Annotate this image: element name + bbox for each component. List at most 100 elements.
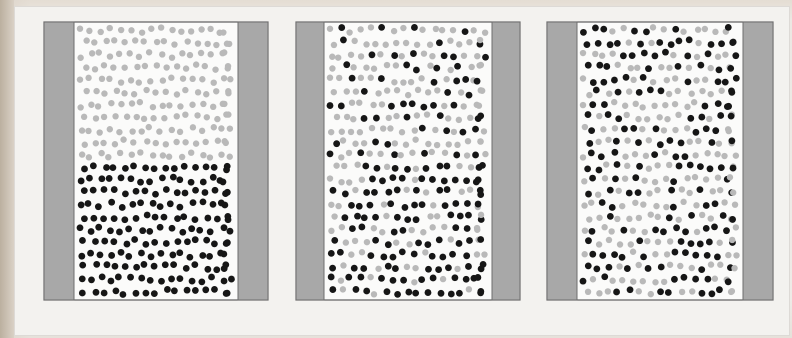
light-particle [456, 41, 462, 47]
light-particle [142, 63, 148, 69]
light-particle [624, 163, 630, 169]
light-particle [616, 263, 622, 269]
light-particle [207, 26, 213, 32]
dark-particle [718, 40, 725, 47]
dark-particle [463, 177, 470, 184]
light-particle [207, 154, 213, 160]
light-particle [377, 51, 383, 57]
dark-particle [208, 274, 215, 281]
dark-particle [139, 227, 146, 234]
dark-particle [151, 165, 158, 172]
light-particle [702, 26, 708, 32]
dark-particle [120, 291, 127, 298]
dark-particle [430, 102, 437, 109]
dark-particle [704, 252, 711, 259]
light-particle [432, 127, 438, 133]
dark-particle [413, 216, 420, 223]
light-particle [429, 224, 435, 230]
dark-particle [707, 165, 714, 172]
dark-particle [636, 89, 643, 96]
light-particle [346, 150, 352, 156]
dark-particle [351, 265, 358, 272]
dark-particle [449, 251, 456, 258]
light-particle [329, 54, 335, 60]
dark-particle [607, 187, 614, 194]
light-particle [447, 67, 453, 73]
light-particle [129, 128, 135, 134]
light-particle [644, 116, 650, 122]
light-particle [95, 103, 101, 109]
light-particle [478, 62, 484, 68]
dark-particle [93, 289, 100, 296]
dark-particle [666, 214, 673, 221]
light-particle [178, 28, 184, 34]
light-particle [586, 92, 592, 98]
dark-particle [457, 213, 464, 220]
light-particle [636, 215, 642, 221]
dark-particle [131, 236, 138, 243]
light-particle [441, 224, 447, 230]
dark-particle [152, 191, 159, 198]
dark-particle [391, 52, 398, 59]
dark-particle [206, 253, 213, 260]
light-particle [77, 76, 83, 82]
dark-particle [213, 266, 220, 273]
light-particle [596, 241, 602, 247]
light-particle [692, 174, 698, 180]
dark-particle [115, 274, 122, 281]
dark-particle [192, 236, 199, 243]
dark-particle [111, 215, 118, 222]
dark-particle [452, 274, 459, 281]
dark-particle [685, 78, 692, 85]
dark-particle [624, 265, 631, 272]
dark-particle [385, 189, 392, 196]
dark-particle [392, 265, 399, 272]
dark-particle [192, 216, 199, 223]
light-particle [415, 87, 421, 93]
dark-particle [623, 74, 630, 81]
light-particle [381, 201, 387, 207]
dark-particle [101, 186, 108, 193]
dark-particle [418, 276, 425, 283]
dark-particle [357, 149, 364, 156]
dark-particle [402, 204, 409, 211]
dark-particle [176, 249, 183, 256]
dark-particle [698, 114, 705, 121]
light-particle [470, 27, 476, 33]
dark-particle [626, 190, 633, 197]
light-particle [199, 128, 205, 134]
dark-particle [668, 41, 675, 48]
dark-particle [85, 200, 92, 207]
dark-particle [706, 239, 713, 246]
dark-particle [718, 164, 725, 171]
dark-particle [163, 186, 170, 193]
dark-particle [652, 226, 659, 233]
light-particle [451, 129, 457, 135]
dark-particle [354, 213, 361, 220]
dark-particle [445, 264, 452, 271]
light-particle [617, 241, 623, 247]
dark-particle [144, 212, 151, 219]
dark-particle [452, 177, 459, 184]
dark-particle [429, 253, 436, 260]
dark-particle [100, 215, 107, 222]
dark-particle [81, 187, 88, 194]
light-particle [183, 65, 189, 71]
light-particle [195, 89, 201, 95]
light-particle [198, 26, 204, 32]
light-particle [333, 162, 339, 168]
light-particle [204, 114, 210, 120]
light-particle [648, 291, 654, 297]
dark-particle [443, 127, 450, 134]
light-particle [605, 288, 611, 294]
light-particle [680, 29, 686, 35]
light-particle [695, 40, 701, 46]
light-particle [667, 262, 673, 268]
dark-particle [110, 238, 117, 245]
dark-particle [725, 24, 732, 31]
dark-particle [343, 61, 350, 68]
light-particle [615, 62, 621, 68]
dark-particle [607, 213, 614, 220]
light-particle [160, 103, 166, 109]
light-particle [414, 42, 420, 48]
